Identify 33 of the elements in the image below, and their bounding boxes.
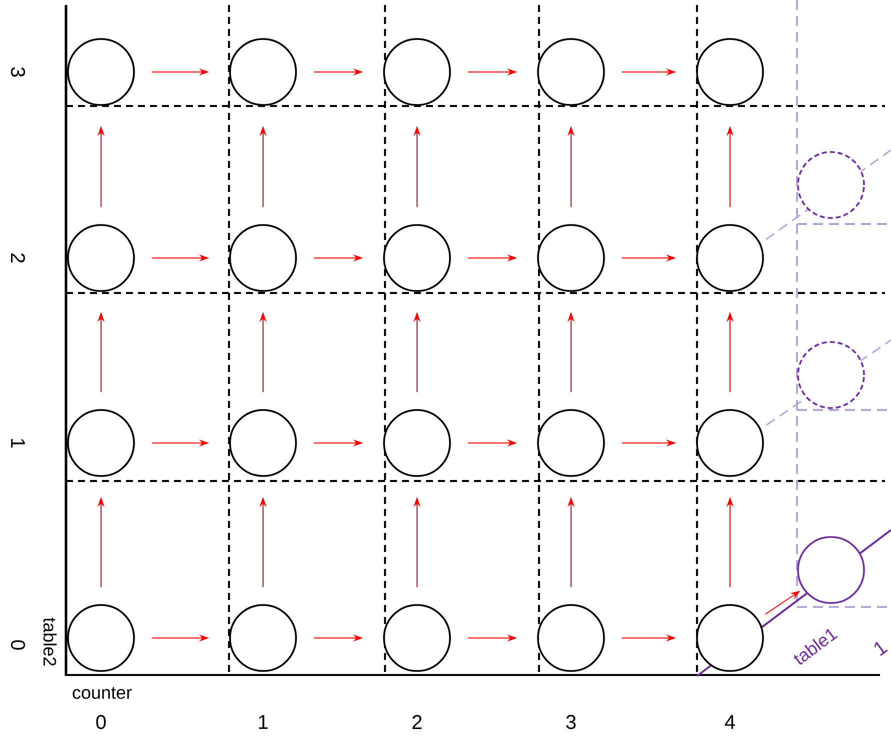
- circle: [696, 224, 764, 292]
- circle: [229, 38, 297, 106]
- circle: [67, 604, 135, 672]
- circle: [229, 604, 297, 672]
- tick-label: 4: [724, 715, 735, 729]
- circle: [797, 151, 865, 219]
- tick-label: 3: [10, 67, 26, 77]
- circle: [229, 224, 297, 292]
- tick-label: 3: [566, 714, 576, 730]
- circle: [383, 409, 451, 477]
- circle: [537, 409, 605, 477]
- circle: [696, 409, 764, 477]
- circle: [696, 38, 764, 106]
- circle: [537, 38, 605, 106]
- tick-label: 1: [258, 715, 268, 729]
- circle: [383, 38, 451, 106]
- circle: [797, 536, 865, 604]
- circle: [67, 409, 135, 477]
- circle: [229, 409, 297, 477]
- tick-label: 0: [96, 714, 106, 730]
- circle: [797, 341, 865, 409]
- tick-label: 1: [11, 438, 25, 448]
- circle: [696, 604, 764, 672]
- circle: [67, 224, 135, 292]
- tick-label: 1: [874, 642, 888, 656]
- tick-label: 0: [10, 640, 26, 650]
- circle: [383, 604, 451, 672]
- circle: [67, 38, 135, 106]
- tick-label: 2: [412, 715, 422, 729]
- circle: [537, 224, 605, 292]
- tick-label: 2: [11, 253, 25, 263]
- circle: [537, 604, 605, 672]
- circle: [383, 224, 451, 292]
